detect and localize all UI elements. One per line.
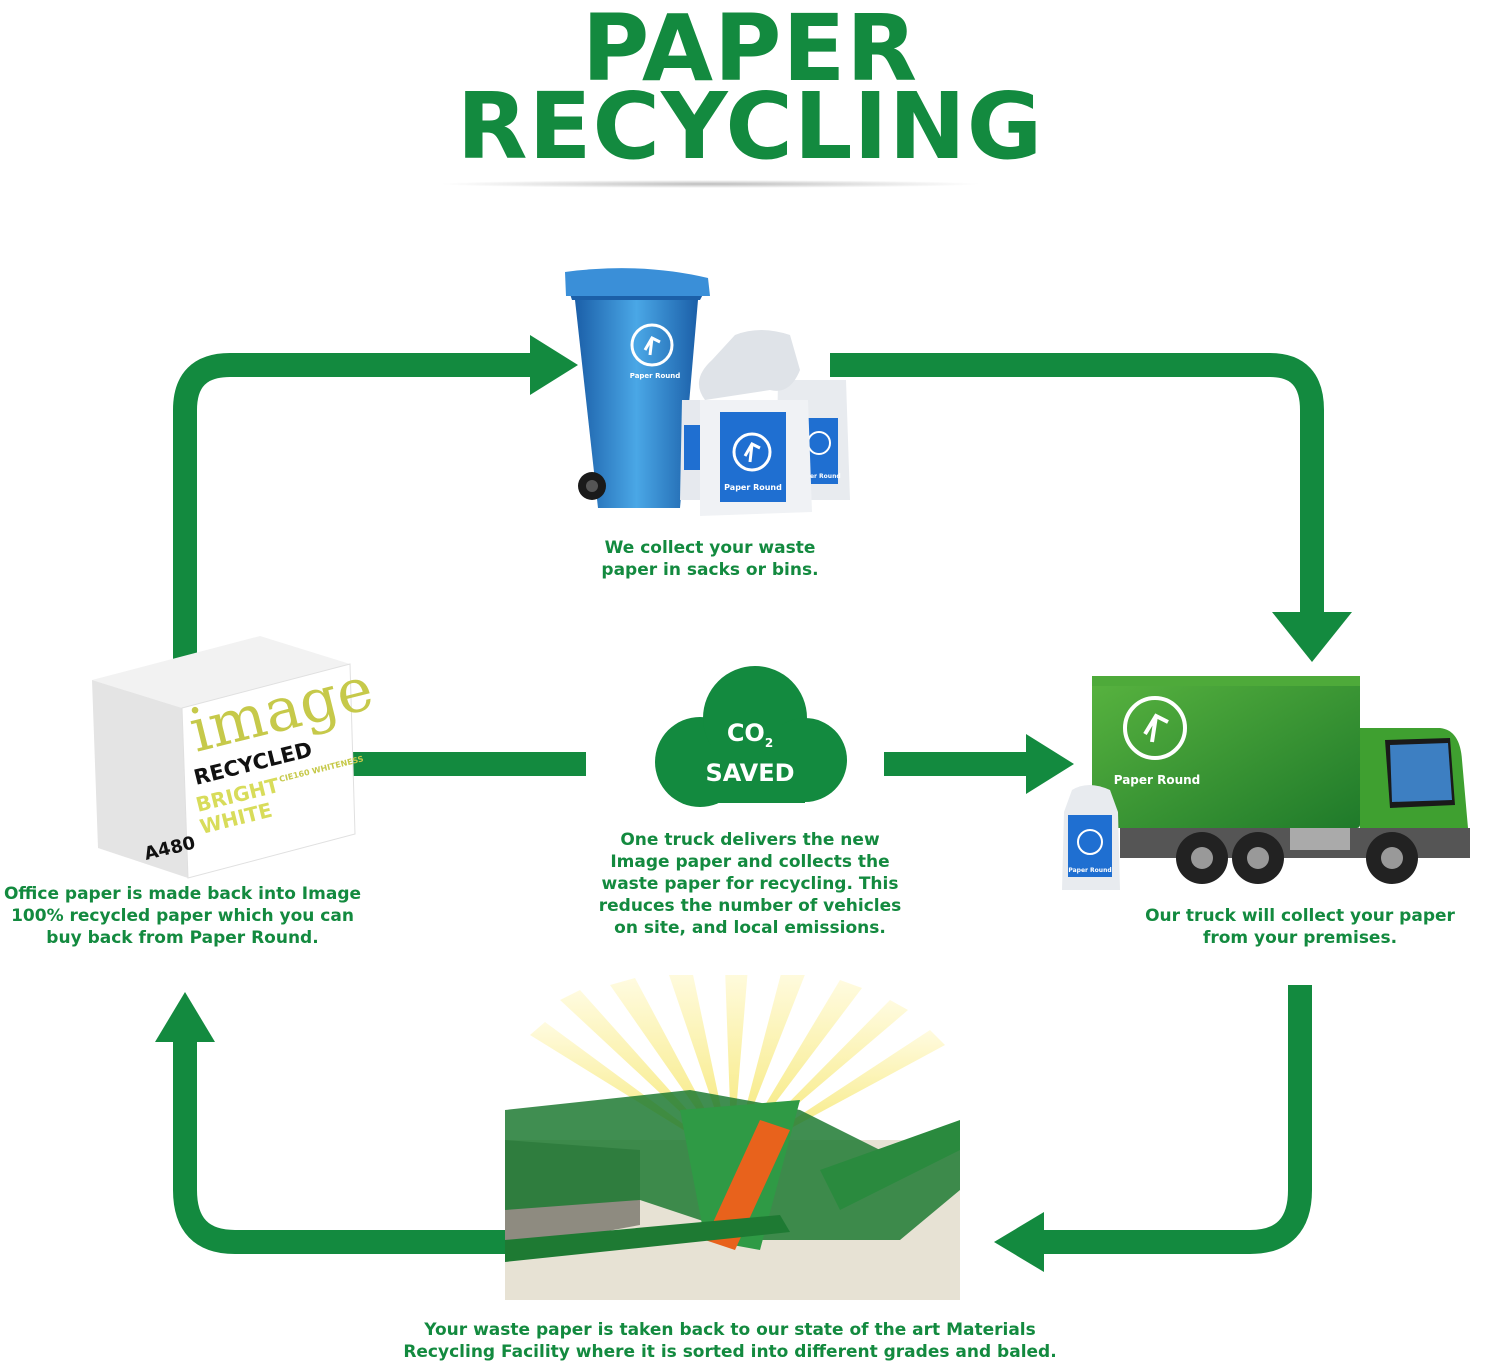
arrowhead-center [1026, 734, 1074, 794]
arrow-bottom-left [173, 1040, 505, 1254]
arrowhead-left [155, 992, 215, 1042]
arrowhead-bottom [994, 1212, 1044, 1272]
title-line-1: PAPER [581, 0, 919, 102]
bin-logo-icon [630, 323, 674, 367]
arrow-left-up [173, 353, 530, 660]
arrowheads [155, 335, 1352, 1272]
svg-text:Paper Round: Paper Round [797, 473, 840, 480]
svg-text:Paper Round: Paper Round [1068, 867, 1111, 874]
recycling-facility-illustration [505, 975, 960, 1300]
bin-brand-text: Paper Round [630, 372, 681, 380]
co2-cloud-label: CO2 SAVED [652, 718, 848, 788]
saved-text: SAVED [705, 758, 795, 787]
arrowhead-right [1272, 612, 1352, 662]
title-divider [440, 180, 980, 188]
cycle-arrows [173, 353, 1324, 1254]
co2-text: CO [726, 719, 765, 747]
truck-logo-icon [1123, 696, 1187, 760]
paper-ream-box: image RECYCLED BRIGHT WHITE CIE160 WHITE… [92, 636, 380, 879]
arrow-right-down [1040, 985, 1312, 1254]
title-line-2: RECYCLING [456, 73, 1044, 180]
arrow-top-right [830, 353, 1324, 615]
svg-text:Paper Round: Paper Round [724, 483, 782, 492]
co2-subscript: 2 [764, 735, 774, 750]
co2-cloud [655, 666, 847, 807]
truck-brand-text: Paper Round [1114, 773, 1201, 787]
blue-bin: Paper Round [565, 268, 710, 508]
arrowhead-top [530, 335, 578, 395]
caption-facility: Your waste paper is taken back to our st… [403, 1320, 1057, 1362]
green-truck: Paper Round Paper Round [1062, 676, 1470, 890]
waste-sacks: Paper Round Paper Round [680, 330, 850, 516]
sack-logo-icon [732, 432, 772, 472]
